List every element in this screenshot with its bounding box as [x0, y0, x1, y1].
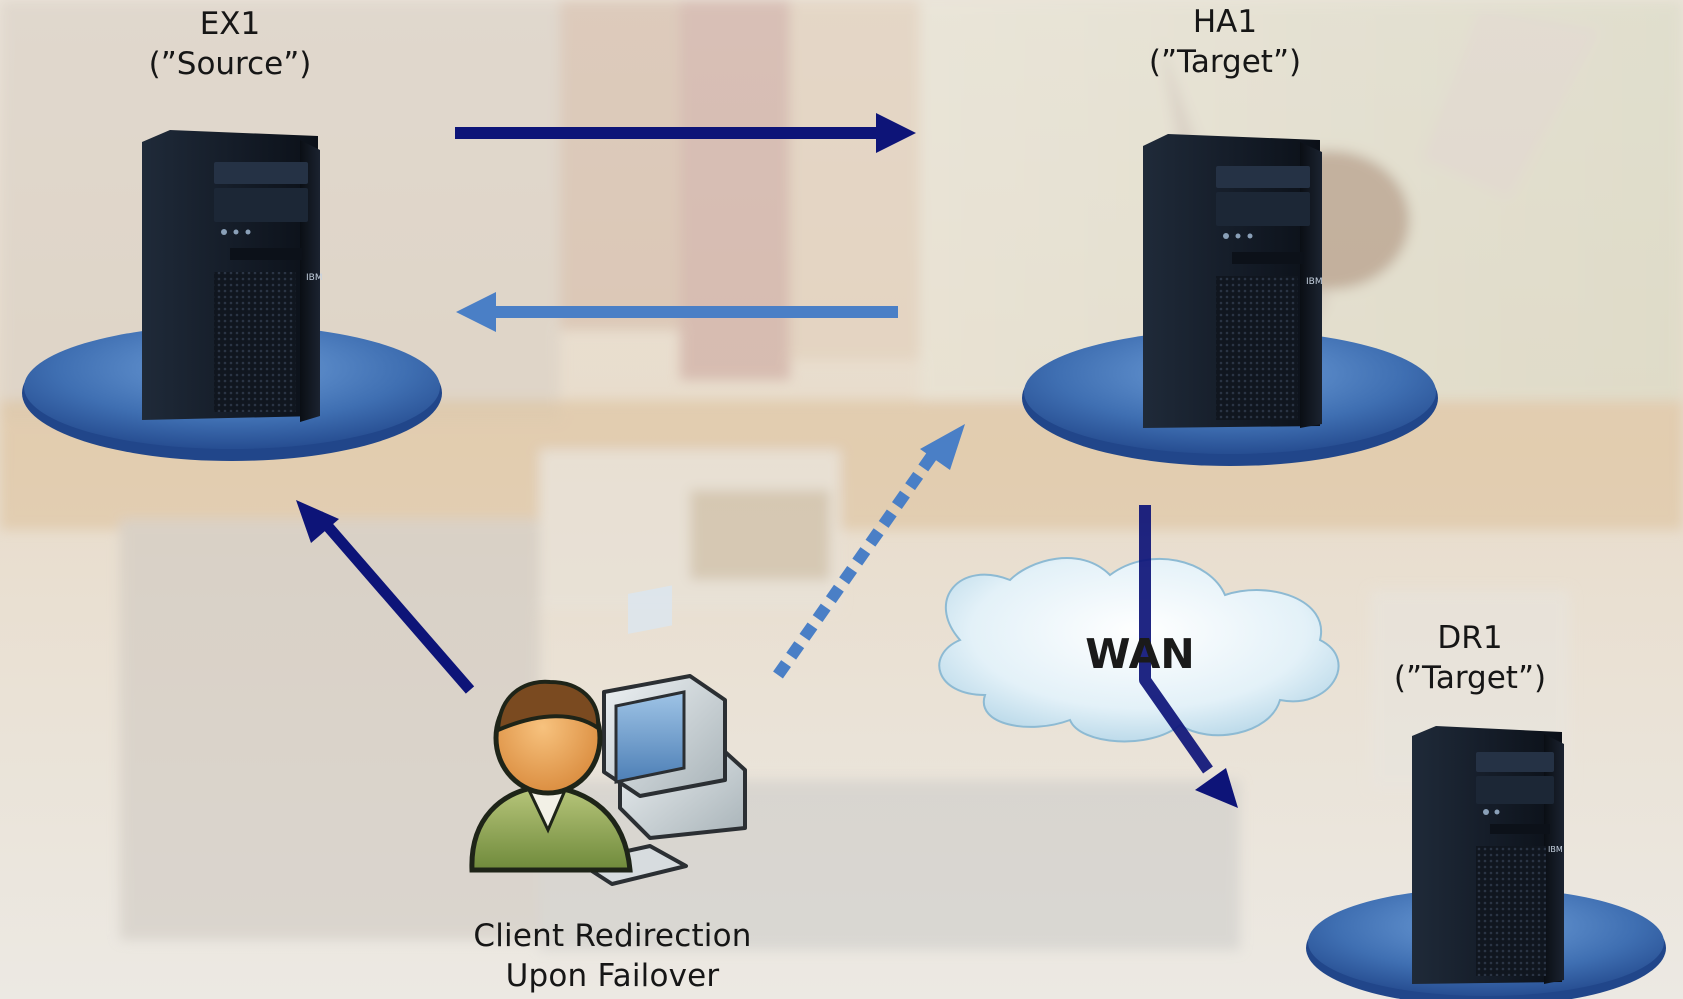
client-user-computer-icon [469, 585, 747, 886]
wan-cloud [938, 557, 1340, 743]
replication-arrow-ha1-to-dr1 [1139, 505, 1238, 808]
node-label-ha1: HA1 (”Target”) [1115, 2, 1335, 83]
ex1-name: EX1 [199, 6, 261, 42]
failover-arrow-client-to-ha1 [773, 424, 965, 679]
ha1-name: HA1 [1192, 4, 1258, 40]
client-label-line2: Upon Failover [505, 958, 720, 995]
client-label-line1: Client Redirection [473, 918, 752, 954]
return-arrow-ha1-to-ex1 [456, 292, 898, 332]
replication-arrow-ex1-to-ha1 [455, 113, 916, 153]
ibm-logo: IBM [1306, 277, 1323, 287]
client-arrow-to-ex1 [296, 500, 475, 694]
server-ex1: IBM [22, 130, 442, 461]
client-label: Client Redirection Upon Failover [440, 916, 785, 997]
wan-label: WAN [1085, 630, 1195, 678]
ex1-role: (”Source”) [148, 46, 312, 83]
node-label-dr1: DR1 (”Target”) [1370, 618, 1570, 699]
ha1-role: (”Target”) [1148, 44, 1302, 81]
dr1-name: DR1 [1437, 620, 1503, 656]
server-ha1: IBM [1022, 134, 1438, 466]
arrows [296, 113, 965, 694]
server-dr1: IBM [1306, 726, 1666, 999]
node-label-ex1: EX1 (”Source”) [130, 4, 330, 85]
ibm-logo: IBM [1548, 845, 1563, 854]
ibm-logo: IBM [306, 273, 323, 283]
dr1-role: (”Target”) [1393, 660, 1547, 697]
